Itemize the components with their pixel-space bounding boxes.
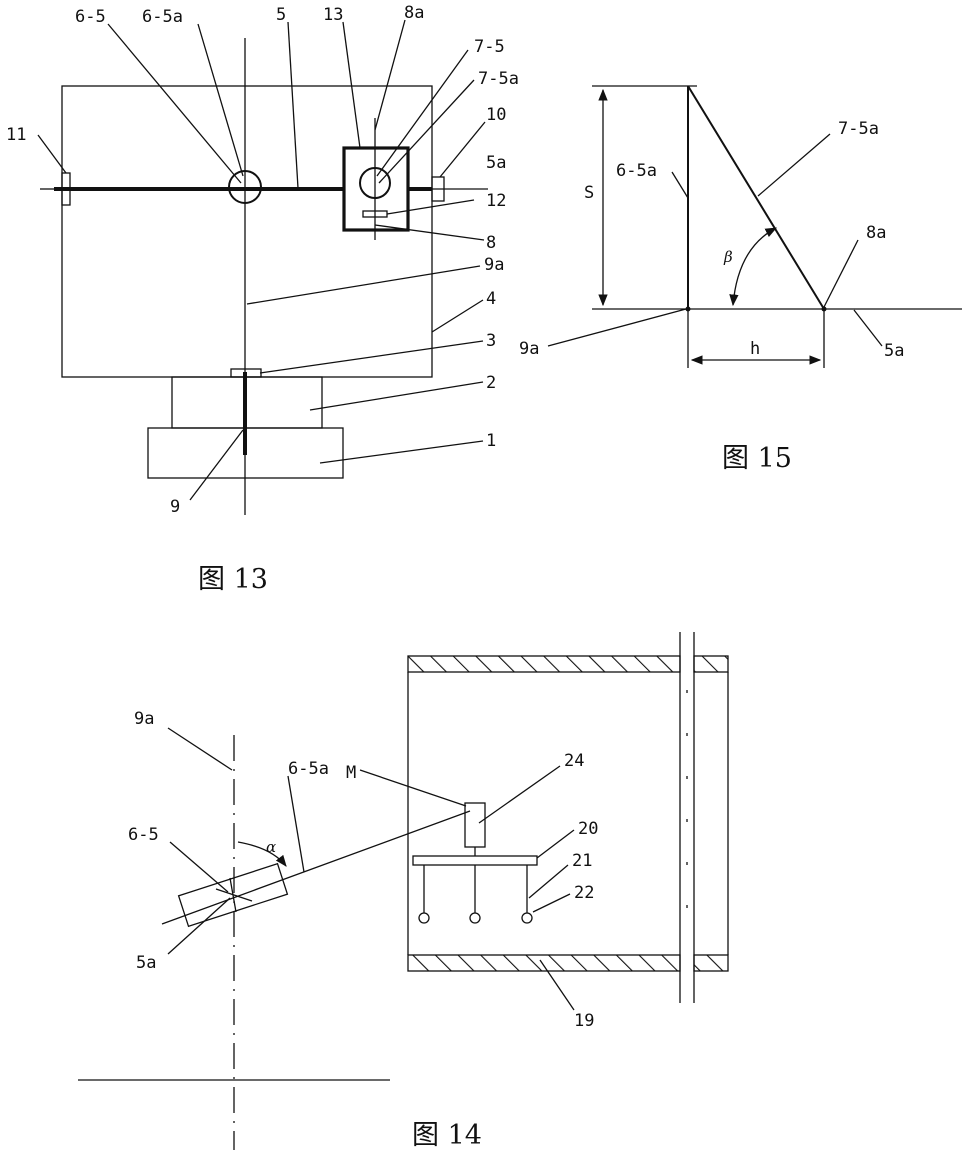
label-alpha: α [266, 838, 276, 856]
caption-fig14: 图 14 [412, 1120, 482, 1151]
label-22: 22 [574, 883, 594, 903]
pipe-wall-bottom-left [408, 955, 680, 971]
ball-22-c [522, 913, 532, 923]
label-7-5a-f15: 7-5a [838, 119, 879, 139]
frame-13 [344, 148, 408, 230]
label-8a-f15: 8a [866, 223, 886, 243]
label-13: 13 [323, 5, 343, 25]
caption-fig15: 图 15 [722, 443, 792, 474]
angle-beta-arc [733, 228, 776, 305]
label-7-5: 7-5 [474, 37, 505, 57]
label-9a-f14: 9a [134, 709, 154, 729]
pipe-wall-top-right [694, 656, 728, 672]
label-10: 10 [486, 105, 506, 125]
angle-alpha-arc [238, 842, 286, 866]
pipe-wall-top-left [408, 656, 680, 672]
label-4: 4 [486, 289, 496, 309]
label-1: 1 [486, 431, 496, 451]
label-5a: 5a [486, 153, 506, 173]
label-9a-f15: 9a [519, 339, 539, 359]
label-19: 19 [574, 1011, 594, 1031]
label-12: 12 [486, 191, 506, 211]
device-24 [465, 803, 485, 847]
label-8a: 8a [404, 3, 424, 23]
label-S: S [584, 183, 594, 203]
label-6-5a: 6-5a [142, 7, 183, 27]
label-5a-f14: 5a [136, 953, 156, 973]
label-6-5a-f14: 6-5a [288, 759, 329, 779]
label-11: 11 [6, 125, 26, 145]
label-21: 21 [572, 851, 592, 871]
fig15-leaders [548, 134, 882, 346]
label-6-5: 6-5 [75, 7, 106, 27]
label-7-5a: 7-5a [478, 69, 519, 89]
label-M: M [346, 763, 356, 783]
label-20: 20 [578, 819, 598, 839]
point-8a [822, 307, 827, 312]
label-h: h [750, 339, 760, 359]
label-6-5a-f15: 6-5a [616, 161, 657, 181]
bar-20 [413, 856, 537, 865]
label-24: 24 [564, 751, 584, 771]
caption-fig13: 图 13 [198, 564, 268, 595]
label-3: 3 [486, 331, 496, 351]
label-9a: 9a [484, 255, 504, 275]
label-5a-f15: 5a [884, 341, 904, 361]
figure-13: 6-5 6-5a 5 13 8a 7-5 7-5a 10 11 5a 12 8 … [6, 3, 519, 595]
label-9: 9 [170, 497, 180, 517]
label-6-5-f14: 6-5 [128, 825, 159, 845]
line-7-5a [688, 86, 824, 309]
pipe-wall-bottom-right [694, 955, 728, 971]
label-5: 5 [276, 5, 286, 25]
point-9a [686, 307, 691, 312]
label-2: 2 [486, 373, 496, 393]
ball-22-b [470, 913, 480, 923]
label-8: 8 [486, 233, 496, 253]
ball-22-a [419, 913, 429, 923]
figure-14: 9a 6-5a M 24 20 21 22 6-5 5a 19 α 图 14 [78, 632, 728, 1151]
label-beta: β [723, 248, 733, 266]
figure-15: 6-5a 7-5a S 8a 9a 5a h β 图 15 [519, 86, 962, 474]
